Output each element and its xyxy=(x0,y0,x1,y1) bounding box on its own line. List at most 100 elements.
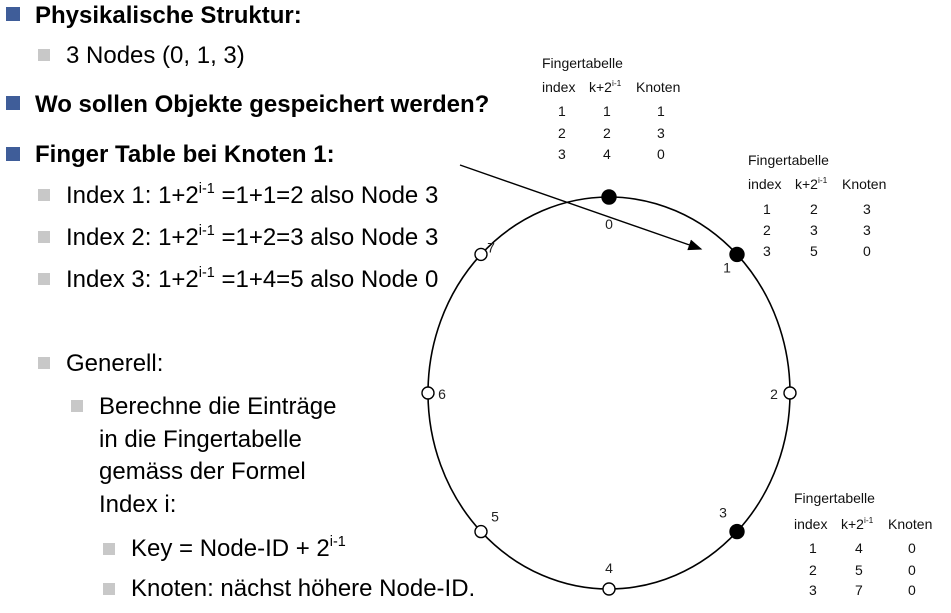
header-knoten: Knoten xyxy=(636,79,681,95)
index-1-suffix: =1+1=2 also Node 3 xyxy=(214,182,439,209)
key-formula-base: Key = Node-ID + 2 xyxy=(131,535,330,562)
finger-table-title: Fingertabelle xyxy=(748,152,829,168)
ring-node-label: 0 xyxy=(605,216,613,232)
cell-node: 3 xyxy=(863,201,871,217)
berechne-line-2: in die Fingertabelle xyxy=(99,426,302,453)
ring-node-empty xyxy=(474,247,488,262)
cell-node: 0 xyxy=(657,146,665,162)
header-key-exponent: i-1 xyxy=(817,175,828,186)
cell-key: 4 xyxy=(855,540,863,556)
cell-key: 4 xyxy=(603,146,611,162)
header-index: index xyxy=(542,79,576,95)
heading-physical-structure: Physikalische Struktur: xyxy=(35,2,302,29)
cell-node: 0 xyxy=(908,540,916,556)
cell-index: 3 xyxy=(558,146,566,162)
finger-table-title: Fingertabelle xyxy=(794,490,875,506)
cell-index: 1 xyxy=(558,103,566,119)
ring-node-filled xyxy=(729,246,745,263)
cell-index: 2 xyxy=(809,562,817,578)
cell-node: 0 xyxy=(863,243,871,259)
ring-node-label: 5 xyxy=(491,509,499,525)
ring-node-label: 2 xyxy=(770,386,778,402)
bullet-secondary xyxy=(38,189,50,201)
cell-index: 3 xyxy=(763,243,771,259)
heading-storage-question: Wo sollen Objekte gespeichert werden? xyxy=(35,91,490,118)
ring-node-filled xyxy=(601,189,617,205)
heading-finger-table: Finger Table bei Knoten 1: xyxy=(35,141,335,168)
ring-node-filled xyxy=(729,523,745,540)
bullet-quaternary xyxy=(103,543,115,555)
cell-key: 5 xyxy=(810,243,818,259)
cell-node: 0 xyxy=(908,582,916,598)
cell-index: 3 xyxy=(809,582,817,598)
index-3-suffix: =1+4=5 also Node 0 xyxy=(214,266,439,293)
knoten-rule: Knoten: nächst höhere Node-ID. xyxy=(131,575,476,602)
header-key-base: k+2 xyxy=(841,516,864,532)
bullet-tertiary xyxy=(71,400,83,412)
finger-table-title: Fingertabelle xyxy=(542,55,623,71)
ring-node-label: 4 xyxy=(605,560,613,576)
key-formula-exponent: i-1 xyxy=(329,533,346,550)
header-key-exponent: i-1 xyxy=(863,515,874,526)
bullet-secondary xyxy=(38,231,50,243)
ring-node-empty xyxy=(783,386,797,400)
berechne-line-4: Index i: xyxy=(99,491,177,518)
cell-index: 1 xyxy=(763,201,771,217)
finger-table-node-0: Fingertabelle index k+2i-1 Knoten 1 1 1 … xyxy=(542,55,692,165)
header-key-base: k+2 xyxy=(589,79,612,95)
bullet-primary xyxy=(6,96,20,110)
generell-text: Generell: xyxy=(66,350,164,377)
cell-index: 2 xyxy=(558,125,566,141)
cell-node: 1 xyxy=(657,103,665,119)
cell-key: 3 xyxy=(810,222,818,238)
nodes-text: 3 Nodes (0, 1, 3) xyxy=(66,42,245,69)
bullet-primary xyxy=(6,7,20,21)
header-key: k+2i-1 xyxy=(841,516,873,532)
index-line-2: Index 2: 1+2i-1 =1+2=3 also Node 3 xyxy=(66,224,438,252)
index-3-prefix: Index 3: 1+2 xyxy=(66,266,199,293)
cell-key: 5 xyxy=(855,562,863,578)
index-3-exponent: i-1 xyxy=(198,264,215,281)
index-2-exponent: i-1 xyxy=(198,222,215,239)
header-knoten: Knoten xyxy=(888,516,933,532)
index-1-prefix: Index 1: 1+2 xyxy=(66,182,199,209)
berechne-line-1: Berechne die Einträge xyxy=(99,393,337,420)
cell-index: 2 xyxy=(763,222,771,238)
header-key: k+2i-1 xyxy=(589,79,621,95)
cell-node: 3 xyxy=(863,222,871,238)
bullet-quaternary xyxy=(103,583,115,595)
ring-node-label: 3 xyxy=(719,505,727,521)
key-formula: Key = Node-ID + 2i-1 xyxy=(131,535,346,563)
ring-node-label: 1 xyxy=(723,259,731,275)
bullet-primary xyxy=(6,147,20,161)
ring-node-label: 6 xyxy=(438,386,446,402)
cell-node: 0 xyxy=(908,562,916,578)
ring-node-empty xyxy=(474,524,488,539)
finger-table-node-3: Fingertabelle index k+2i-1 Knoten 1 4 0 … xyxy=(794,490,949,600)
cell-key: 7 xyxy=(855,582,863,598)
bullet-secondary xyxy=(38,273,50,285)
cell-key: 1 xyxy=(603,103,611,119)
finger-table-node-1: Fingertabelle index k+2i-1 Knoten 1 2 3 … xyxy=(748,152,908,262)
index-line-3: Index 3: 1+2i-1 =1+4=5 also Node 0 xyxy=(66,266,438,294)
header-key-exponent: i-1 xyxy=(611,78,622,89)
index-2-prefix: Index 2: 1+2 xyxy=(66,224,199,251)
cell-index: 1 xyxy=(809,540,817,556)
index-line-1: Index 1: 1+2i-1 =1+1=2 also Node 3 xyxy=(66,182,438,210)
pointer-arrow xyxy=(459,164,703,251)
cell-key: 2 xyxy=(603,125,611,141)
bullet-secondary xyxy=(38,49,50,61)
berechne-line-3: gemäss der Formel xyxy=(99,458,306,485)
bullet-secondary xyxy=(38,357,50,369)
header-key: k+2i-1 xyxy=(795,176,827,192)
ring-node-empty xyxy=(602,582,616,596)
header-index: index xyxy=(748,176,782,192)
index-1-exponent: i-1 xyxy=(198,180,215,197)
header-key-base: k+2 xyxy=(795,176,818,192)
cell-node: 3 xyxy=(657,125,665,141)
ring-node-label: 7 xyxy=(487,239,495,255)
header-knoten: Knoten xyxy=(842,176,887,192)
cell-key: 2 xyxy=(810,201,818,217)
header-index: index xyxy=(794,516,828,532)
